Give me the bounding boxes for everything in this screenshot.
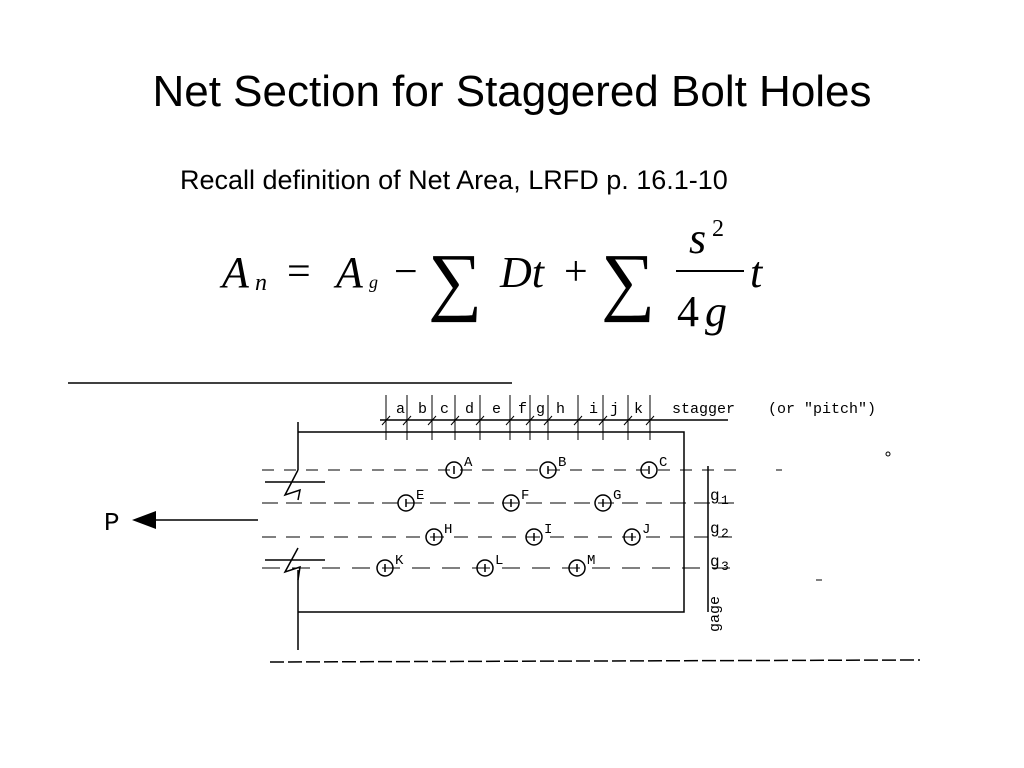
gage-label: gage (707, 596, 724, 632)
formula-numerator-exponent: 2 (712, 216, 724, 242)
bolt-hole (594, 494, 612, 512)
stagger-letter: a (396, 401, 405, 418)
stagger-tick-slash (450, 415, 460, 426)
slide-title: Net Section for Staggered Bolt Holes (152, 67, 872, 116)
slide-subtitle: Recall definition of Net Area, LRFD p. 1… (180, 165, 728, 195)
gage-line-label: g (710, 520, 720, 538)
stagger-letter: g (536, 401, 545, 418)
formula-denominator-g: g (705, 287, 727, 336)
bolt-hole-label: F (521, 488, 529, 504)
load-arrow-head (132, 511, 156, 529)
stagger-letter: i (589, 401, 598, 418)
stagger-tick-slash (623, 415, 633, 426)
bolt-hole (640, 461, 658, 479)
stagger-tick-slash (402, 415, 412, 426)
formula-trailing-t: t (750, 248, 764, 297)
gage-line-label: g (710, 553, 720, 571)
bolt-hole-label: M (587, 553, 595, 569)
stagger-tick-slash (645, 415, 655, 426)
break-mark-upper (265, 469, 325, 501)
formula-numerator-s: s (689, 214, 706, 263)
stagger-label: stagger (672, 401, 735, 418)
formula-denominator-4: 4 (677, 287, 699, 336)
stagger-tick-slash (475, 415, 485, 426)
gage-line-subscript: 1 (721, 493, 729, 508)
formula-an-symbol: A (219, 248, 250, 297)
bolt-hole-label: L (495, 553, 503, 569)
bolt-hole-label: C (659, 455, 667, 471)
formula-sum-2: ∑ (601, 239, 655, 323)
stagger-tick-slash (381, 415, 391, 426)
bolt-hole-label: K (395, 553, 404, 569)
bolt-hole (425, 528, 443, 546)
bolt-hole (539, 461, 557, 479)
bolt-hole (397, 494, 415, 512)
load-label: P (104, 508, 120, 538)
bolt-hole-label: G (613, 488, 621, 504)
stagger-letter: e (492, 401, 501, 418)
stagger-tick-slash (543, 415, 553, 426)
formula-sum-1: ∑ (428, 239, 482, 323)
formula-minus: − (394, 249, 418, 295)
bolt-hole-label: I (544, 522, 552, 538)
stagger-tick-slash (525, 415, 535, 426)
stagger-tick-slash (505, 415, 515, 426)
plate-outline (298, 431, 685, 613)
formula-plus: + (564, 249, 588, 295)
gage-line-subscript: 3 (721, 559, 729, 574)
bolt-hole-label: A (464, 455, 473, 471)
formula-equals: = (287, 249, 311, 295)
pitch-label: (or "pitch") (768, 401, 876, 418)
bolt-hole-label: J (642, 522, 650, 538)
stray-mark (885, 451, 891, 457)
bottom-rule (269, 659, 921, 663)
bolt-hole-label: H (444, 522, 452, 538)
stagger-letter: j (610, 401, 619, 418)
stagger-letter: d (465, 401, 474, 418)
stagger-letter: c (440, 401, 449, 418)
stagger-letter: b (418, 401, 427, 418)
gage-line-subscript: 2 (721, 526, 729, 541)
bolt-hole-label: B (558, 455, 566, 471)
stagger-letter: h (556, 401, 565, 418)
stagger-letter: f (518, 401, 527, 418)
formula-an-subscript: n (255, 270, 267, 296)
stagger-tick-slash (573, 415, 583, 426)
formula-dt-term: Dt (499, 248, 546, 297)
bolt-hole (376, 559, 394, 577)
bolt-hole (502, 494, 520, 512)
bolt-hole (568, 559, 586, 577)
bolt-hole (623, 528, 641, 546)
gage-line-label: g (710, 487, 720, 505)
formula-ag-subscript: g (369, 272, 378, 292)
formula-ag-symbol: A (333, 248, 364, 297)
stagger-tick-slash (598, 415, 608, 426)
stagger-tick-slash (427, 415, 437, 426)
stagger-letter: k (634, 401, 643, 418)
break-mark-lower (265, 547, 325, 581)
bolt-hole-label: E (416, 488, 424, 504)
bolt-hole (445, 461, 463, 479)
bolt-hole (525, 528, 543, 546)
bolt-hole (476, 559, 494, 577)
